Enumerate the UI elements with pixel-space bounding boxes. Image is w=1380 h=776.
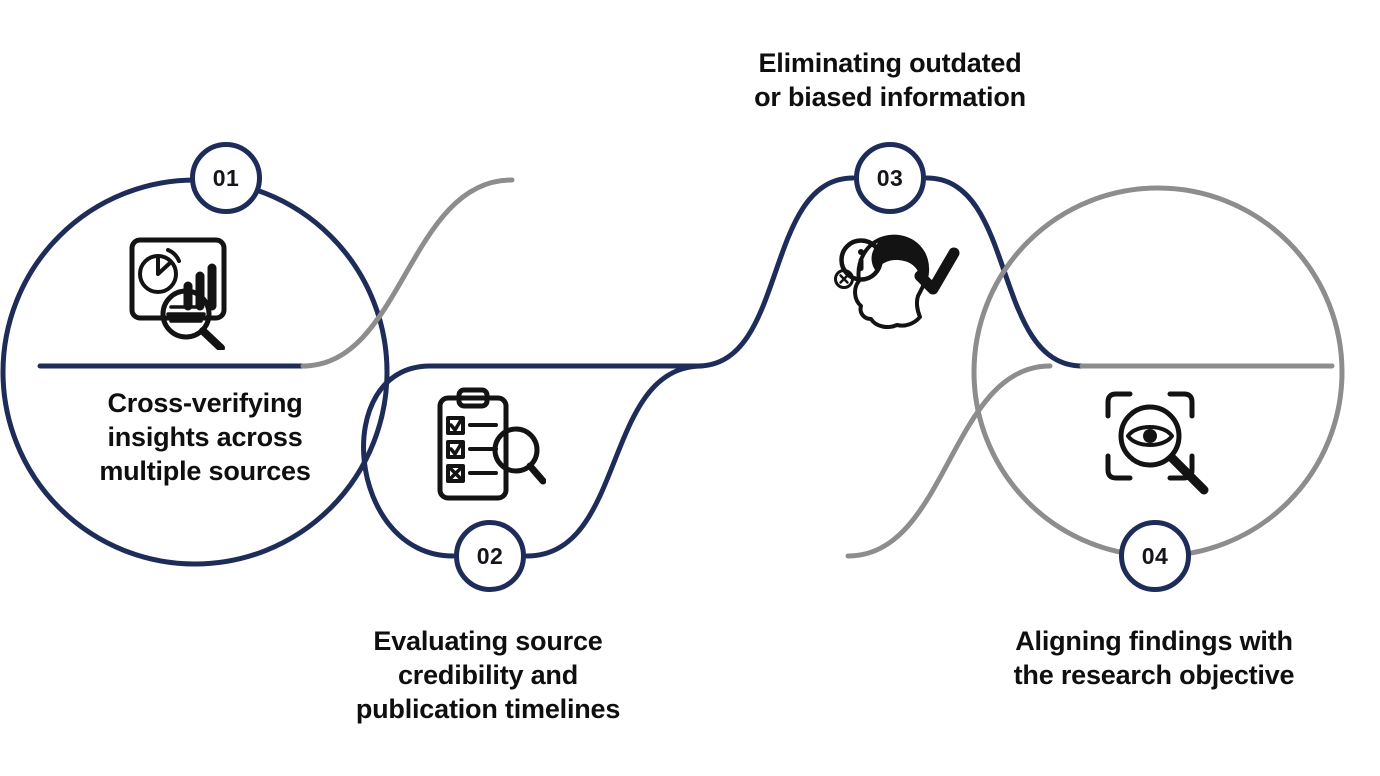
step-3-badge: 03	[854, 142, 926, 214]
step-1-number: 01	[212, 164, 240, 191]
eye-focus-magnifier-icon	[1105, 391, 1209, 495]
flow-scurve-top	[300, 177, 515, 369]
magnifier	[492, 426, 546, 485]
eye	[1126, 425, 1174, 447]
clipboard	[437, 387, 509, 501]
step-2-badge: 02	[454, 520, 526, 592]
step-1-label: Cross-verifying insights across multiple…	[99, 388, 311, 486]
flow-scurve-bottom	[845, 363, 1053, 559]
presentation-board	[129, 237, 227, 321]
step-4-badge: 04	[1119, 520, 1191, 592]
flow-curve-03-to-02	[361, 175, 856, 559]
step-4-number: 04	[1141, 542, 1169, 569]
step-3-label: Eliminating outdated or biased informati…	[754, 48, 1026, 112]
person-head	[853, 234, 930, 329]
step-2-label: Evaluating source credibility and public…	[355, 626, 621, 724]
person-info-check-icon	[834, 234, 960, 329]
step-3-number: 03	[876, 164, 904, 191]
step-2-number: 02	[476, 542, 504, 569]
checklist-rows	[446, 416, 498, 483]
checkmark	[914, 247, 960, 295]
chart-magnifier-icon	[129, 237, 227, 350]
cross-badge	[834, 269, 854, 289]
step-1-badge: 01	[190, 142, 262, 214]
checklist-magnifier-icon	[437, 387, 546, 501]
magnifier	[160, 288, 225, 350]
magnifier	[1118, 404, 1209, 495]
info-badge	[839, 238, 883, 282]
focus-frame	[1105, 391, 1195, 481]
flow-curve-02-rise	[524, 363, 705, 559]
step-4-label: Aligning findings with the research obje…	[1013, 626, 1295, 690]
